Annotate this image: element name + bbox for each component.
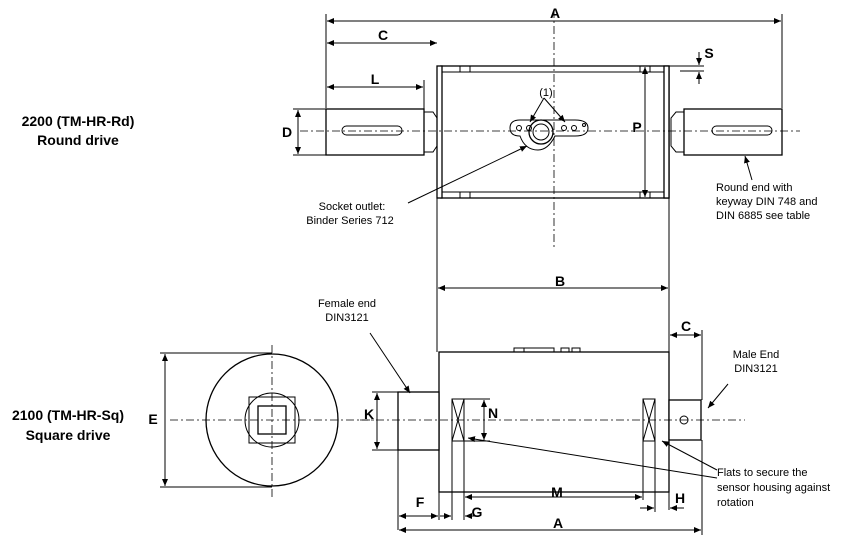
end-view (170, 345, 374, 500)
dim-c-bottom: C (681, 318, 691, 334)
round-end-note-line2: keyway DIN 748 and (716, 196, 818, 208)
left-round-shaft (325, 108, 425, 156)
right-keyway (711, 125, 773, 136)
male-end-note-line1: Male End (733, 349, 779, 361)
round-end-note-line3: DIN 6885 see table (716, 210, 810, 222)
square-housing (438, 351, 670, 493)
dim-s: S (704, 45, 713, 61)
square-model-title: 2100 (TM-HR-Sq) (12, 407, 124, 423)
flats-note-line1: Flats to secure the (717, 467, 808, 479)
item-1-label: (1) (539, 87, 552, 99)
round-housing (440, 65, 670, 199)
female-end-note-line2: DIN3121 (325, 312, 368, 324)
flats-note-line2: sensor housing against (717, 482, 830, 494)
round-drive-view (300, 10, 800, 250)
socket-outlet (509, 119, 589, 151)
dim-f: F (416, 494, 425, 510)
round-model-title: 2200 (TM-HR-Rd) (22, 113, 135, 129)
dim-a-bottom: A (553, 515, 563, 531)
dim-p: P (632, 119, 641, 135)
flats-note-line3: rotation (717, 497, 754, 509)
dim-g: G (472, 504, 483, 520)
square-drive-view (170, 345, 745, 510)
dim-b: B (555, 273, 565, 289)
socket-note-line2: Binder Series 712 (306, 215, 393, 227)
right-round-shaft (683, 108, 783, 156)
female-end-note-line1: Female end (318, 298, 376, 310)
round-end-note-line1: Round end with (716, 182, 792, 194)
female-end (397, 391, 440, 451)
dim-e: E (148, 411, 157, 427)
dim-k: K (364, 406, 374, 422)
dim-n: N (488, 405, 498, 421)
dim-l: L (371, 71, 380, 87)
dim-c-top: C (378, 27, 388, 43)
male-end-note-line2: DIN3121 (734, 363, 777, 375)
square-drive-label: Square drive (26, 427, 111, 443)
socket-note-line1: Socket outlet: (319, 201, 386, 213)
left-keyway (341, 125, 403, 136)
dim-h: H (675, 490, 685, 506)
dim-m: M (551, 484, 563, 500)
round-drive-label: Round drive (37, 132, 119, 148)
dim-a-top: A (550, 5, 560, 21)
dim-d: D (282, 124, 292, 140)
